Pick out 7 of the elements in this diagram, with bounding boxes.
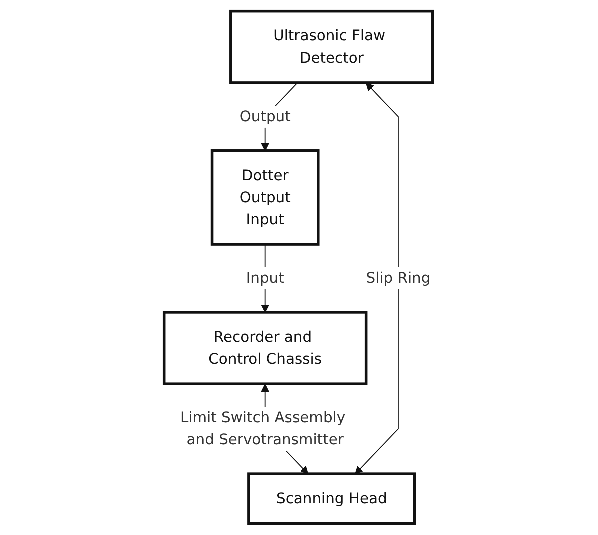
- edge-label: Output: [240, 106, 292, 128]
- edge-label: Slip Ring: [366, 268, 432, 290]
- process-box: Dotter Output Input: [211, 150, 320, 246]
- process-box: Scanning Head: [248, 472, 417, 526]
- edge-label: Input: [246, 268, 285, 290]
- process-box: Recorder and Control Chassis: [163, 311, 368, 386]
- process-box: Ultrasonic Flaw Detector: [230, 10, 435, 84]
